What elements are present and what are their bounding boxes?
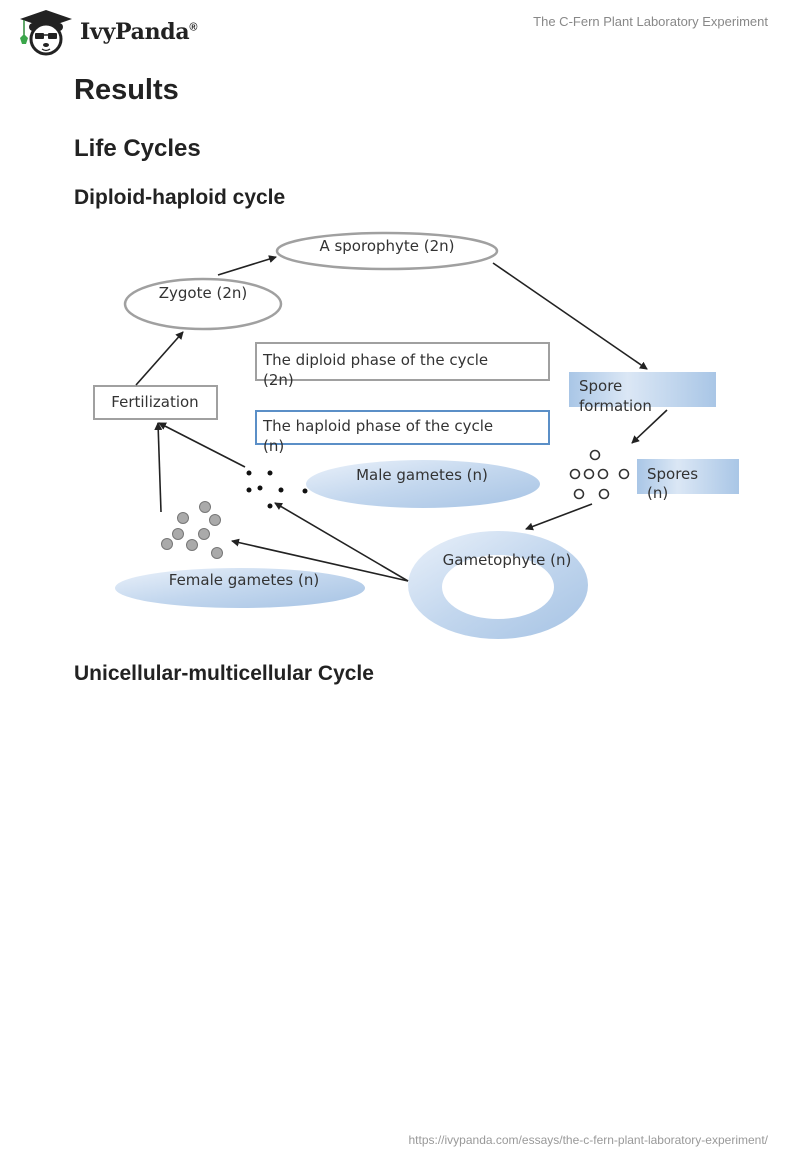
spore-formation-line2: formation (579, 397, 652, 415)
gametophyte-label: Gametophyte (n) (443, 551, 572, 569)
page-header: IvyPanda® The C-Fern Plant Laboratory Ex… (0, 0, 800, 60)
heading-results: Results (74, 74, 179, 106)
ivypanda-logo[interactable]: IvyPanda® (18, 8, 197, 56)
female-gamete (199, 501, 211, 513)
female-gametes-label: Female gametes (n) (169, 571, 319, 589)
cycle-arrows (135, 255, 668, 582)
male-gamete (302, 488, 308, 494)
arrow-spore-formation-to-spores (631, 409, 668, 444)
male-gamete (246, 470, 252, 476)
arrow-zygote-to-sporophyte (217, 255, 277, 276)
male-gametes-label: Male gametes (n) (356, 466, 488, 484)
spore-formation-node: Spore formation (569, 372, 716, 415)
male-gametes-node: Male gametes (n) (306, 460, 540, 508)
source-url[interactable]: https://ivypanda.com/essays/the-c-fern-p… (408, 1133, 769, 1147)
document-title: The C-Fern Plant Laboratory Experiment (533, 14, 768, 29)
female-gamete (209, 514, 221, 526)
spores-line1: Spores (647, 465, 698, 483)
female-gamete (161, 538, 173, 550)
zygote-node: Zygote (2n) (123, 277, 283, 331)
diploid-phase-legend: The diploid phase of the cycle (2n) (255, 342, 550, 389)
arrow-gametophyte-to-female-gametes (231, 538, 409, 582)
zygote-label: Zygote (2n) (159, 284, 247, 302)
sporophyte-label: A sporophyte (2n) (319, 237, 454, 255)
male-gamete (257, 485, 263, 491)
spore (598, 488, 610, 500)
spore (589, 449, 601, 461)
spore (597, 468, 609, 480)
female-gamete (211, 547, 223, 559)
male-gamete (267, 470, 273, 476)
male-gamete (278, 487, 284, 493)
female-gamete (186, 539, 198, 551)
male-gamete (267, 503, 273, 509)
male-gamete-dots (246, 470, 308, 509)
spore (618, 468, 630, 480)
arrow-sporophyte-to-spore-formation (492, 262, 648, 370)
female-gamete (172, 528, 184, 540)
female-gametes-node: Female gametes (n) (115, 568, 365, 608)
arrow-fertilization-to-zygote (135, 331, 184, 386)
female-gamete (198, 528, 210, 540)
fertilization-label: Fertilization (111, 393, 198, 411)
haploid-phase-legend: The haploid phase of the cycle (n) (255, 410, 550, 455)
heading-unicellular-multicellular-cycle: Unicellular-multicellular Cycle (74, 662, 374, 685)
male-gamete (246, 487, 252, 493)
logo-wordmark: IvyPanda® (80, 19, 198, 45)
arrow-female-gametes-to-fertilization (154, 422, 163, 513)
arrow-spores-to-gametophyte (525, 503, 593, 531)
fertilization-node: Fertilization (93, 385, 218, 420)
spore-formation-line1: Spore (579, 377, 622, 395)
gametophyte-node: Gametophyte (n) (408, 531, 588, 639)
arrow-male-gametes-to-fertilization (158, 422, 246, 468)
spore (573, 488, 585, 500)
heading-life-cycles: Life Cycles (74, 135, 201, 162)
spores-line2: (n) (647, 484, 668, 502)
spore (569, 468, 581, 480)
female-gamete (177, 512, 189, 524)
spores-node: Spores (n) (637, 459, 739, 502)
haploid-legend-line2: (n) (263, 437, 284, 455)
arrow-gametophyte-to-male-gametes (274, 502, 409, 582)
female-gamete-cluster (161, 501, 223, 559)
spore-cluster (569, 449, 630, 500)
diploid-legend-line2: (2n) (263, 371, 294, 389)
life-cycle-diagram: A sporophyte (2n) Zygote (2n) Fertilizat… (93, 231, 739, 639)
heading-diploid-haploid-cycle: Diploid-haploid cycle (74, 186, 286, 209)
diploid-legend-line1: The diploid phase of the cycle (262, 351, 488, 369)
haploid-legend-line1: The haploid phase of the cycle (262, 417, 493, 435)
spore (583, 468, 595, 480)
sporophyte-node: A sporophyte (2n) (275, 231, 499, 271)
panda-graduate-icon (20, 10, 72, 56)
